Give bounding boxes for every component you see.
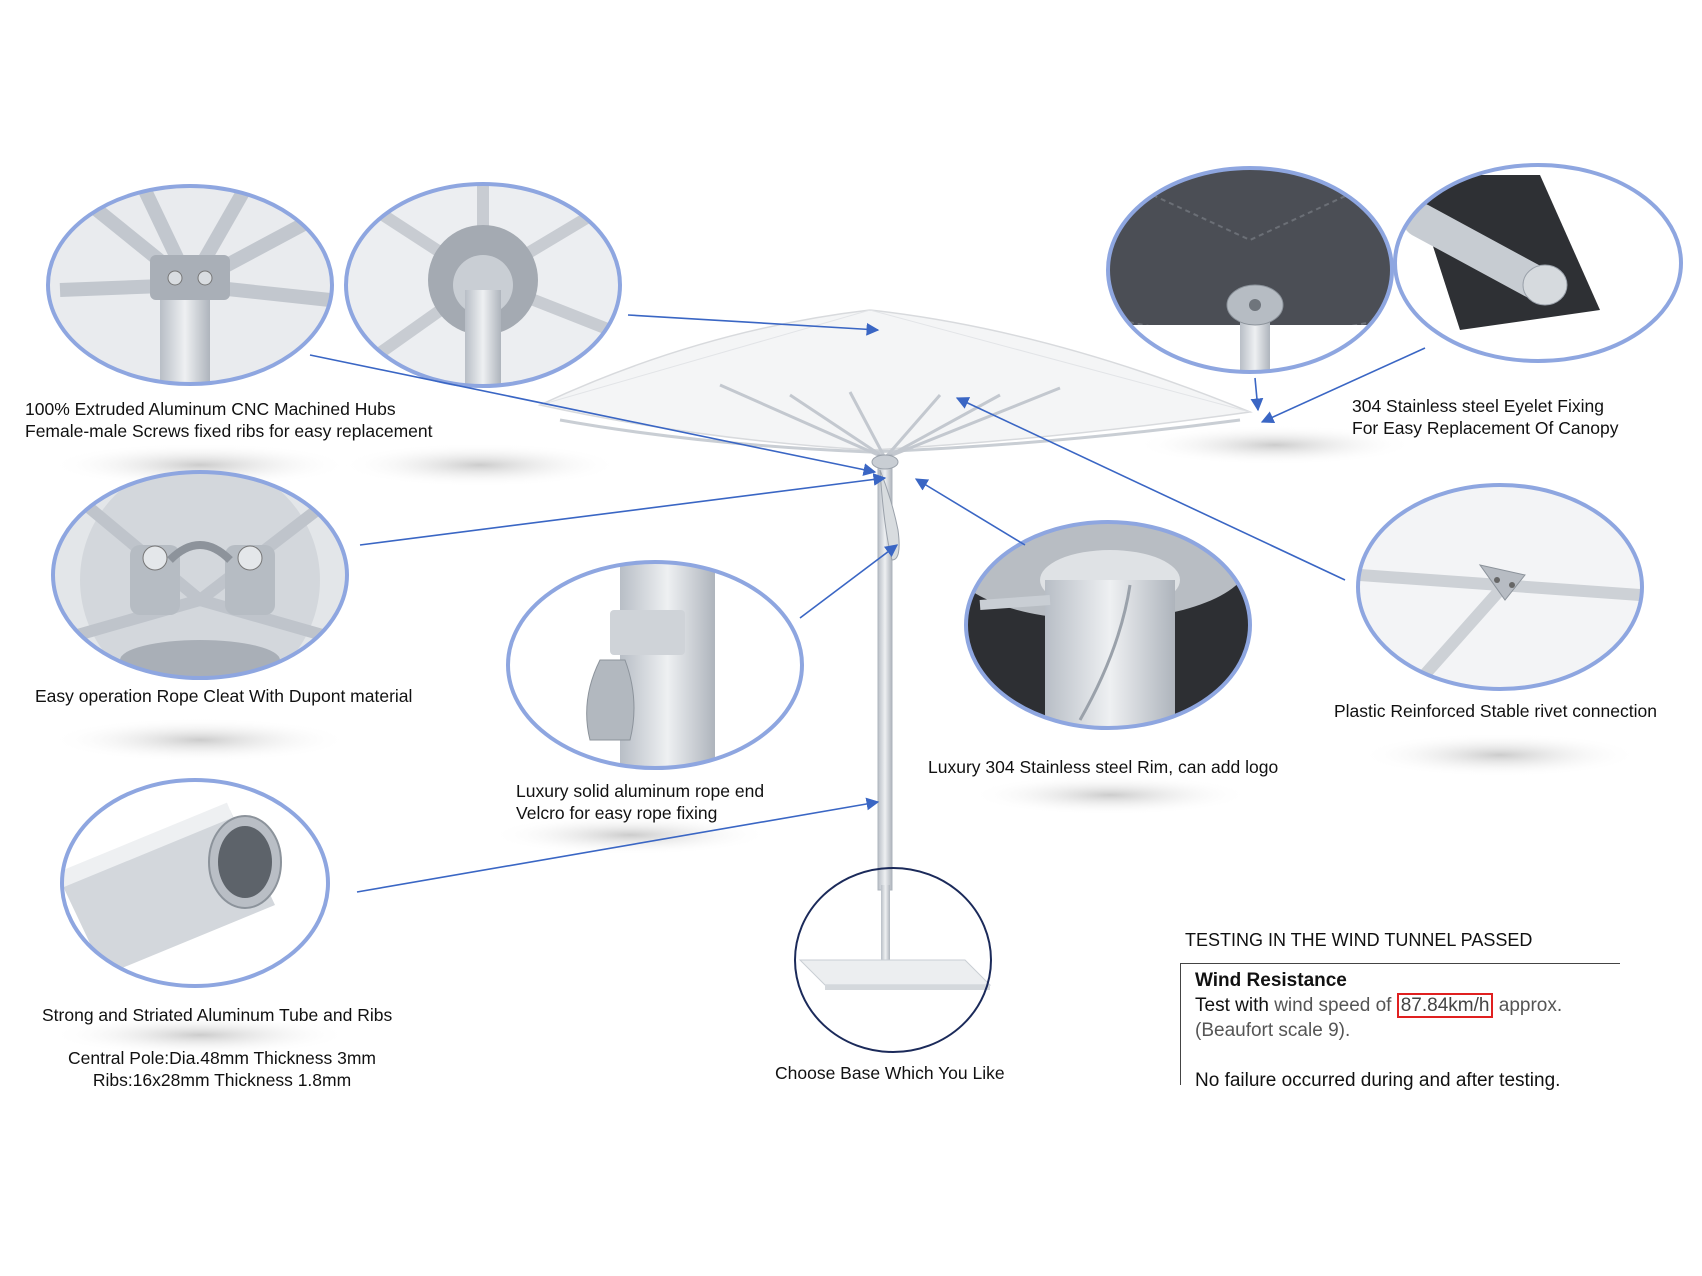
- no-failure-line: No failure occurred during and after tes…: [1195, 1070, 1561, 1091]
- arrow-rope-end: [799, 544, 899, 619]
- label-rope-end: Luxury solid aluminum rope end Velcro fo…: [516, 781, 765, 823]
- label-rim: Luxury 304 Stainless steel Rim, can add …: [928, 757, 1279, 777]
- arrow-hub-underside: [627, 314, 880, 336]
- arrow-hub-top: [309, 354, 877, 476]
- label-tube: Strong and Striated Aluminum Tube and Ri…: [42, 1005, 393, 1025]
- lens-hub-top: [46, 184, 334, 386]
- lens-tube: [60, 778, 330, 988]
- lens-eyelet: [1106, 166, 1394, 374]
- arrow-rivet: [955, 397, 1346, 581]
- wind-test-side-rule: [1180, 963, 1181, 1085]
- arrow-eyelet-1: [1250, 377, 1264, 412]
- arrow-rim: [914, 478, 1026, 546]
- lens-rope-end: [506, 560, 804, 770]
- wind-test-divider: [1180, 963, 1620, 964]
- label-base: Choose Base Which You Like: [775, 1063, 1005, 1083]
- wind-resistance-title: Wind Resistance: [1195, 970, 1347, 991]
- beaufort-line: (Beaufort scale 9).: [1195, 1020, 1351, 1041]
- wind-test-heading: TESTING IN THE WIND TUNNEL PASSED: [1185, 930, 1533, 950]
- callout-arrows: [309, 314, 1426, 893]
- umbrella-illustration: [537, 309, 1253, 990]
- wind-speed-value: 87.84km/h: [1396, 993, 1494, 1018]
- label-rivet: Plastic Reinforced Stable rivet connecti…: [1334, 701, 1657, 721]
- lens-rivet: [1356, 483, 1644, 691]
- lens-rim: [964, 520, 1252, 730]
- lens-rib-end: [1393, 163, 1683, 363]
- label-specs: Central Pole:Dia.48mm Thickness 3mm Ribs…: [68, 1048, 376, 1090]
- wind-test-body: Wind Resistance Test with wind speed of …: [1195, 968, 1562, 1093]
- lens-rope-cleat: [51, 470, 349, 680]
- arrow-cleat: [359, 473, 887, 546]
- label-eyelet: 304 Stainless steel Eyelet Fixing For Ea…: [1352, 396, 1619, 438]
- label-hubs: 100% Extruded Aluminum CNC Machined Hubs…: [25, 399, 433, 441]
- lens-shadows: [50, 425, 1640, 1055]
- arrow-tube: [356, 797, 880, 893]
- base-highlight-circle: [794, 867, 992, 1053]
- wind-speed-line: Test with wind speed of 87.84km/h approx…: [1195, 993, 1563, 1018]
- lens-hub-underside: [344, 182, 622, 388]
- label-cleat: Easy operation Rope Cleat With Dupont ma…: [35, 686, 413, 706]
- arrow-eyelet-2: [1260, 347, 1426, 424]
